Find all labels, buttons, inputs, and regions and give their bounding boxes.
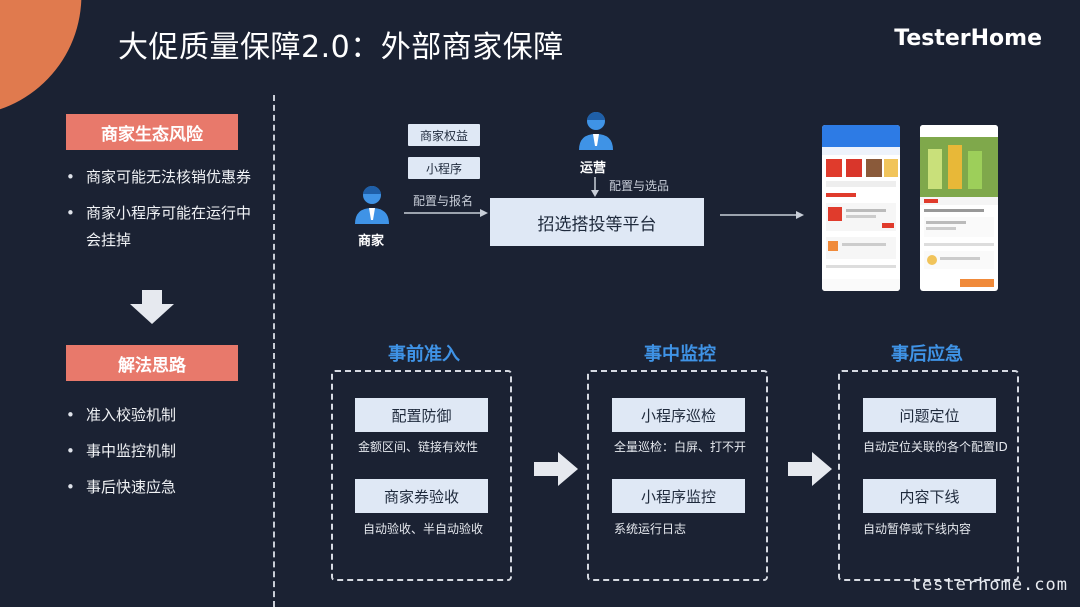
config-select-note: 配置与选品 (609, 179, 670, 193)
solution-list: 准入校验机制 事中监控机制 事后快速应急 (66, 402, 176, 501)
item-config-defense: 配置防御 (355, 398, 488, 432)
risk-item: 商家小程序可能在运行中 (66, 200, 251, 227)
person-icon (355, 185, 389, 224)
watermark: testerhome.com (910, 575, 1068, 595)
arrow-down-icon (130, 290, 174, 324)
phone-screenshot-1 (822, 125, 900, 291)
stage-box-pre (331, 370, 512, 581)
arrow-right-icon (534, 452, 578, 486)
stage-title-post: 事后应急 (891, 344, 963, 365)
item-miniapp-monitor: 小程序监控 (612, 479, 745, 513)
chip-merchant-rights: 商家权益 (408, 124, 480, 146)
config-signup-note: 配置与报名 (413, 194, 474, 208)
stage-box-mid (587, 370, 768, 581)
platform-box: 招选搭投等平台 (490, 198, 704, 246)
solution-item: 事后快速应急 (66, 474, 176, 501)
risk-item-cont: 会挂掉 (86, 231, 132, 249)
merchant-label: 商家 (358, 234, 385, 249)
arrow-right-icon (788, 452, 832, 486)
item-coupon-check: 商家券验收 (355, 479, 488, 513)
chip-miniapp: 小程序 (408, 157, 480, 179)
item-desc: 全量巡检：白屏、打不开 (614, 440, 747, 454)
risk-list: 商家可能无法核销优惠券 商家小程序可能在运行中 会挂掉 (66, 164, 251, 254)
item-desc: 自动验收、半自动验收 (363, 522, 484, 536)
solution-item: 事中监控机制 (66, 438, 176, 465)
item-offline-content: 内容下线 (863, 479, 996, 513)
arrow-down-small-icon (591, 177, 599, 197)
item-desc: 自动定位关联的各个配置ID (863, 440, 1008, 454)
solution-item: 准入校验机制 (66, 402, 176, 429)
risk-label: 商家生态风险 (66, 114, 238, 150)
page-title: 大促质量保障2.0：外部商家保障 (118, 30, 564, 65)
risk-item: 商家可能无法核销优惠券 (66, 164, 251, 191)
item-locate-issue: 问题定位 (863, 398, 996, 432)
stage-title-mid: 事中监控 (644, 344, 716, 365)
item-miniapp-inspect: 小程序巡检 (612, 398, 745, 432)
arrow-right-icon (720, 211, 804, 219)
vertical-divider (273, 95, 275, 607)
person-icon (579, 111, 613, 150)
operator-label: 运营 (580, 161, 607, 176)
brand-logo: TesterHome (894, 26, 1042, 51)
corner-decoration (0, 0, 113, 120)
stage-title-pre: 事前准入 (388, 344, 460, 365)
phone-screenshot-2 (920, 125, 998, 291)
item-desc: 系统运行日志 (614, 522, 687, 536)
stage-box-post (838, 370, 1019, 581)
arrow-right-icon (404, 209, 488, 217)
item-desc: 自动暂停或下线内容 (863, 522, 972, 536)
solution-label: 解法思路 (66, 345, 238, 381)
item-desc: 金额区间、链接有效性 (358, 440, 479, 454)
